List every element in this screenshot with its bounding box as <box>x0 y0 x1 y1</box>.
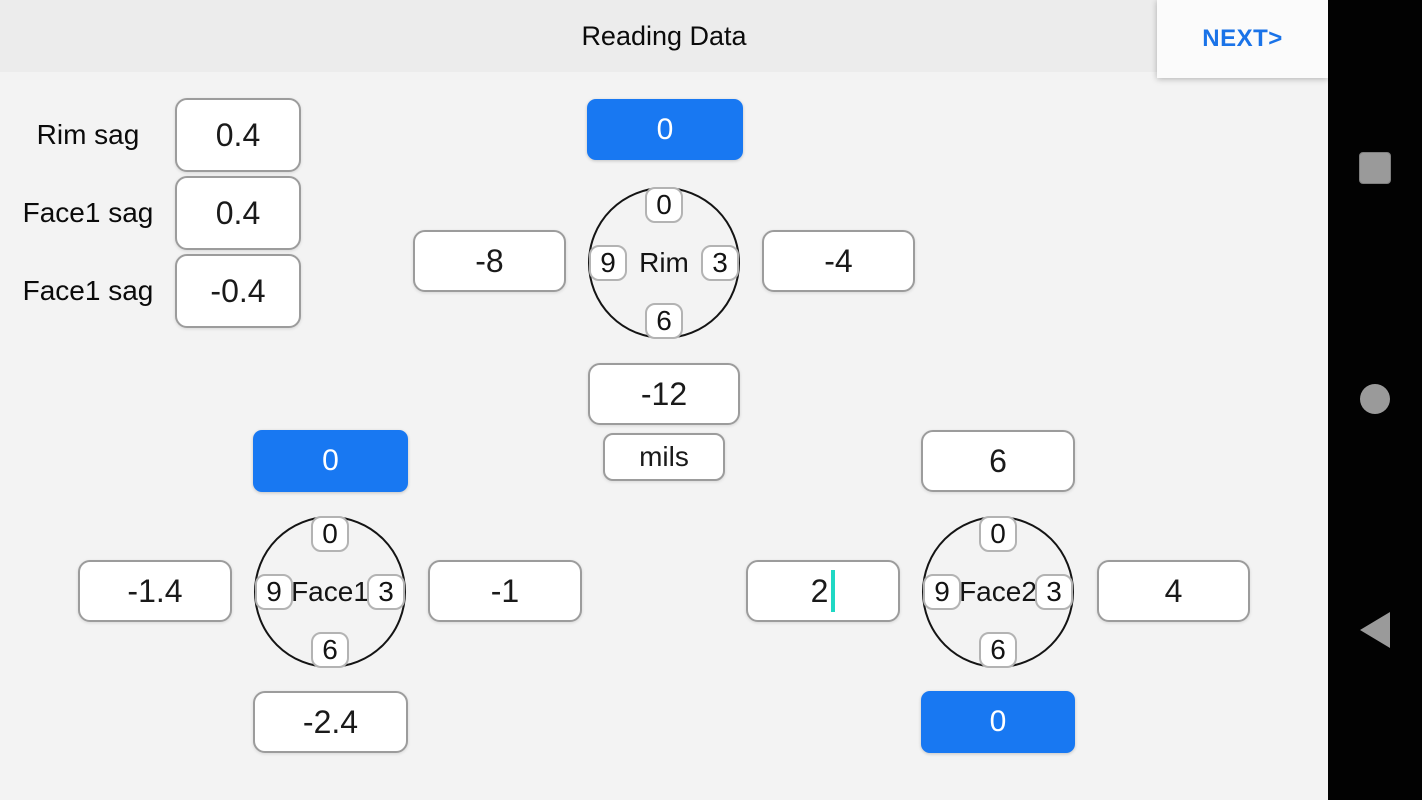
rim-clock-6-badge: 6 <box>645 303 683 339</box>
face1-clock-6-badge: 6 <box>311 632 349 668</box>
back-triangle-icon <box>1360 612 1390 648</box>
face2-clock-0-badge: 0 <box>979 516 1017 552</box>
rim-dial-name: Rim <box>639 247 689 278</box>
rim-clock-9-badge: 9 <box>589 245 627 281</box>
face2-9oclock-value: 2 <box>810 572 829 609</box>
title-bar: Reading Data <box>0 0 1328 72</box>
face2-dial-name: Face2 <box>959 576 1037 607</box>
rim-clock-0-badge: 0 <box>645 187 683 223</box>
face2-clock-9-badge: 9 <box>923 574 961 610</box>
android-nav-bar <box>1328 0 1422 800</box>
face1-6oclock-input[interactable]: -2.4 <box>253 691 408 753</box>
face1-zero-button[interactable]: 0 <box>253 430 408 492</box>
home-button[interactable] <box>1328 369 1422 429</box>
face1-dial-name: Face1 <box>291 576 369 607</box>
face1-9oclock-input[interactable]: -1.4 <box>78 560 232 622</box>
rim-zero-button[interactable]: 0 <box>587 99 743 160</box>
face2-0oclock-input[interactable]: 6 <box>921 430 1075 492</box>
next-button[interactable]: NEXT> <box>1157 0 1328 78</box>
face1-sag-input-2[interactable]: -0.4 <box>175 254 301 328</box>
back-button[interactable] <box>1328 600 1422 660</box>
rim-sag-label: Rim sag <box>36 119 140 150</box>
recents-square-icon <box>1359 152 1391 184</box>
face2-9oclock-input[interactable]: 2 <box>746 560 900 622</box>
home-circle-icon <box>1360 384 1390 414</box>
rim-9oclock-input[interactable]: -8 <box>413 230 566 292</box>
text-cursor <box>831 570 836 612</box>
face1-3oclock-input[interactable]: -1 <box>428 560 582 622</box>
face1-sag-label: Face1 sag <box>22 197 154 228</box>
face1-sag-input[interactable]: 0.4 <box>175 176 301 250</box>
face2-clock-3-badge: 3 <box>1035 574 1073 610</box>
rim-clock-3-badge: 3 <box>701 245 739 281</box>
face2-3oclock-input[interactable]: 4 <box>1097 560 1250 622</box>
face1-clock-3-badge: 3 <box>367 574 405 610</box>
next-button-label: NEXT> <box>1202 25 1283 52</box>
rim-sag-input[interactable]: 0.4 <box>175 98 301 172</box>
page-title: Reading Data <box>581 20 747 51</box>
face2-clock-6-badge: 6 <box>979 632 1017 668</box>
recents-button[interactable] <box>1328 138 1422 198</box>
face1-sag-label-2: Face1 sag <box>22 275 154 306</box>
rim-6oclock-input[interactable]: -12 <box>588 363 740 425</box>
rim-3oclock-input[interactable]: -4 <box>762 230 915 292</box>
units-button[interactable]: mils <box>603 433 725 481</box>
face2-zero-button[interactable]: 0 <box>921 691 1075 753</box>
face1-clock-0-badge: 0 <box>311 516 349 552</box>
face1-clock-9-badge: 9 <box>255 574 293 610</box>
